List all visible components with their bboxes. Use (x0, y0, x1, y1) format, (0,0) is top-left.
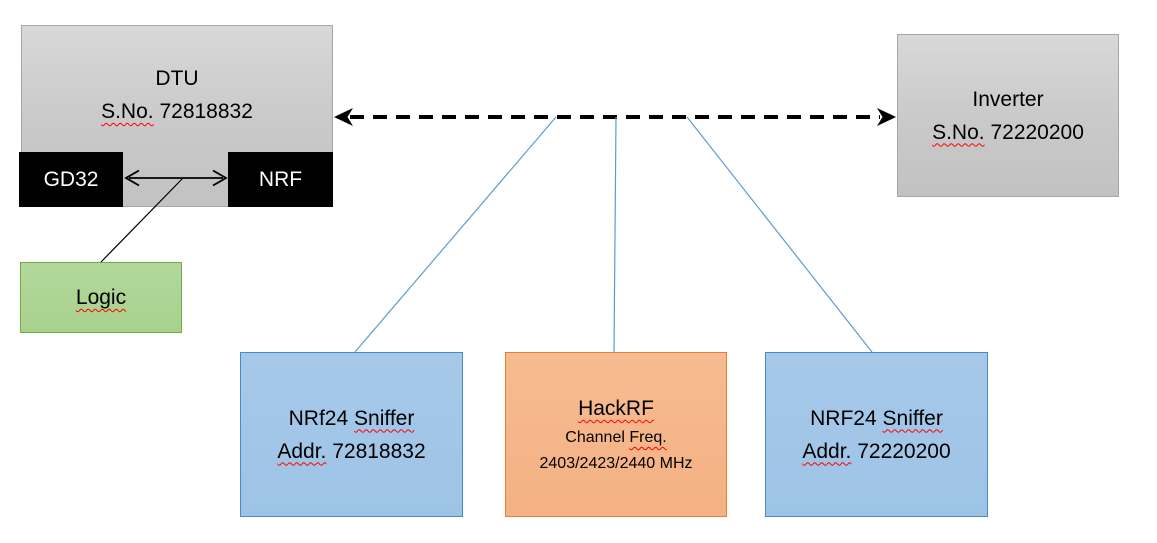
nrf-chip: NRF (228, 152, 333, 207)
connector-sniffer-left (354, 116, 557, 353)
logic-box: Logic (20, 262, 182, 333)
sniffer-left-box: NRf24 Sniffer Addr. 72818832 (240, 352, 463, 517)
sniffer-right-title: NRF24 Sniffer (810, 406, 943, 430)
gd32-chip: GD32 (19, 152, 123, 207)
dtu-serial: S.No. 72818832 (101, 100, 253, 123)
inverter-title: Inverter (972, 87, 1044, 111)
sniffer-left-title: NRf24 Sniffer (288, 406, 415, 430)
inverter-serial: S.No. 72220200 (932, 120, 1084, 144)
logic-label: Logic (75, 286, 127, 309)
sniffer-left-addr: Addr. 72818832 (277, 439, 426, 463)
hackrf-box: HackRF Channel Freq. 2403/2423/2440 MHz (505, 352, 727, 517)
gd32-label: GD32 (43, 167, 99, 191)
hackrf-frequencies: 2403/2423/2440 MHz (539, 455, 693, 472)
nrf-label: NRF (258, 167, 303, 191)
dashed-link-left-arrowhead (334, 108, 353, 126)
dtu-title: DTU (155, 67, 199, 90)
hackrf-title: HackRF (578, 397, 654, 420)
inverter-box: Inverter S.No. 72220200 (897, 34, 1119, 197)
hackrf-channel-line: Channel Freq. (565, 429, 667, 446)
connector-sniffer-right (686, 116, 873, 353)
sniffer-right-addr: Addr. 72220200 (802, 439, 951, 463)
connector-hackrf (613, 116, 617, 353)
sniffer-right-box: NRF24 Sniffer Addr. 72220200 (765, 352, 988, 517)
dashed-link-right-arrowhead (877, 108, 896, 126)
